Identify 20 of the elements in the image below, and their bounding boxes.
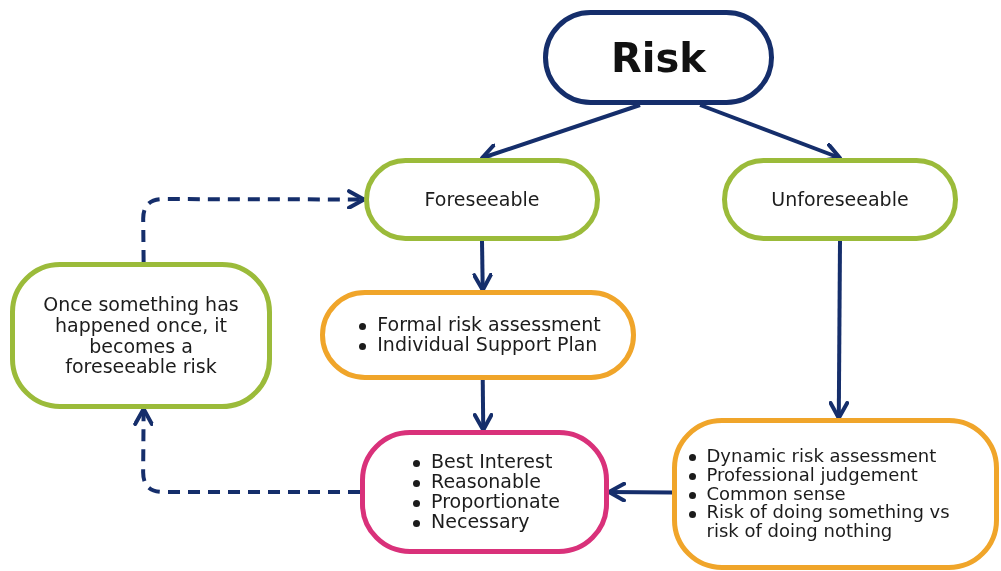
rounded-box — [10, 262, 272, 409]
arrow — [472, 379, 494, 432]
bullet-text: Reasonable — [431, 470, 541, 493]
bullet-text: Formal risk assessment — [377, 313, 601, 336]
bullet-text: Best Interest — [431, 450, 553, 473]
arrow — [141, 189, 366, 263]
node-label: Once something has happened once, it becomes a foreseeable risk — [42, 293, 240, 378]
bullet-text: Dynamic risk assessment — [706, 444, 937, 466]
title-label: Risk — [611, 35, 706, 80]
arrow — [472, 240, 493, 292]
bullet-text: Risk of doing something vs risk of doing nothing — [706, 501, 950, 542]
bullet-text: Individual Support Plan — [377, 333, 598, 355]
node-label: Unforeseeable — [771, 189, 909, 210]
bullet-text: Proportionate — [431, 490, 560, 512]
rounded-box — [360, 430, 609, 554]
arrow — [828, 241, 850, 420]
arrow — [607, 481, 672, 503]
node-label: Foreseeable — [424, 189, 540, 210]
arrow — [133, 407, 360, 494]
rounded-box — [672, 418, 999, 570]
